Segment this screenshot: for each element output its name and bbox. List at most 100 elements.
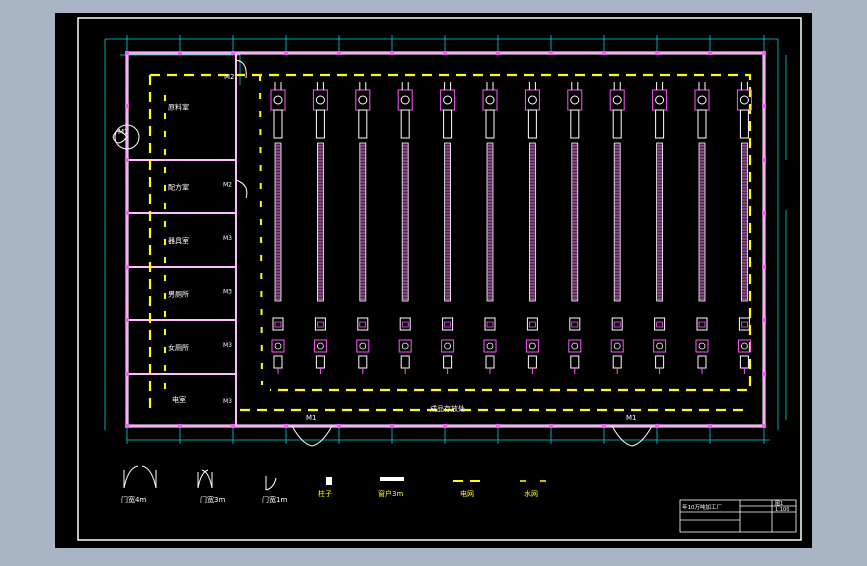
legend-label-door-4m: 门宽4m bbox=[121, 495, 146, 504]
water-network bbox=[164, 74, 263, 390]
production-line bbox=[736, 82, 752, 374]
legend-label-column: 柱子 bbox=[318, 489, 332, 498]
column bbox=[337, 51, 341, 55]
column bbox=[178, 51, 182, 55]
conveyor bbox=[613, 142, 621, 302]
column bbox=[708, 424, 712, 428]
packing-unit bbox=[441, 339, 455, 353]
conveyor bbox=[571, 142, 579, 302]
packing-unit bbox=[653, 339, 667, 353]
room-label: 电室 bbox=[172, 395, 186, 404]
room-label: 配方室 bbox=[168, 183, 189, 192]
control-unit bbox=[738, 317, 750, 331]
machine-rotor bbox=[443, 95, 453, 105]
door-tag-bottom-left: M1 bbox=[306, 414, 317, 422]
packing-unit bbox=[398, 339, 412, 353]
door-tag-left: M1 bbox=[118, 128, 129, 136]
door-4m-icon bbox=[123, 465, 157, 489]
room-label: 器具室 bbox=[168, 236, 189, 245]
control-unit bbox=[696, 317, 708, 331]
column bbox=[125, 318, 129, 322]
column bbox=[284, 424, 288, 428]
packing-unit bbox=[737, 339, 751, 353]
room-door-tag: M3 bbox=[223, 398, 232, 405]
machine-body bbox=[400, 109, 410, 139]
door-tag-bottom-right: M1 bbox=[626, 414, 637, 422]
room-door-tag: M3 bbox=[223, 289, 232, 296]
room-door-tag: M3 bbox=[223, 342, 232, 349]
column bbox=[231, 51, 235, 55]
column bbox=[762, 372, 766, 376]
machine-rotor bbox=[655, 95, 665, 105]
control-unit bbox=[526, 317, 538, 331]
column bbox=[708, 51, 712, 55]
machine-rotor bbox=[485, 95, 495, 105]
control-unit bbox=[611, 317, 623, 331]
legend-label-door-1m: 门宽1m bbox=[262, 495, 287, 504]
column bbox=[762, 104, 766, 108]
conveyor bbox=[741, 142, 748, 302]
conveyor bbox=[529, 142, 536, 302]
machine-body bbox=[527, 109, 537, 139]
conveyor bbox=[698, 142, 706, 302]
column-icon bbox=[326, 477, 332, 485]
machine-body bbox=[697, 109, 707, 139]
door-1m-icon bbox=[265, 476, 277, 491]
conveyor bbox=[444, 142, 452, 302]
column bbox=[762, 318, 766, 322]
column bbox=[125, 51, 129, 55]
packing-unit bbox=[356, 339, 370, 353]
machine-body bbox=[443, 109, 453, 139]
machine-rotor bbox=[400, 95, 410, 105]
packing-unit bbox=[695, 339, 709, 353]
machine-body bbox=[570, 109, 580, 139]
room-door-tag: M3 bbox=[223, 235, 232, 242]
conveyor bbox=[656, 142, 663, 302]
sheet-frame bbox=[77, 17, 802, 541]
packing-unit bbox=[610, 339, 624, 353]
room-door-tag: M2 bbox=[223, 182, 232, 189]
title-block-scale: 1:100 bbox=[775, 507, 789, 513]
column bbox=[178, 424, 182, 428]
room-label: 女厕所 bbox=[168, 343, 189, 352]
column bbox=[602, 51, 606, 55]
machine-body bbox=[485, 109, 495, 139]
control-unit bbox=[654, 317, 666, 331]
conveyor bbox=[486, 142, 494, 302]
column bbox=[125, 104, 129, 108]
title-block-title: 年10万吨加工厂 bbox=[682, 503, 722, 511]
column bbox=[655, 424, 659, 428]
machine-rotor bbox=[527, 95, 537, 105]
column bbox=[125, 265, 129, 269]
column bbox=[390, 424, 394, 428]
door-tags: M1 M2 M1 M1 bbox=[118, 73, 637, 422]
production-line bbox=[355, 82, 371, 374]
room-label: 原料室 bbox=[168, 103, 189, 112]
column bbox=[443, 51, 447, 55]
door-3m-icon bbox=[197, 469, 213, 489]
machine-body bbox=[358, 109, 368, 139]
doors bbox=[112, 59, 653, 447]
production-line bbox=[482, 82, 498, 374]
control-unit bbox=[442, 317, 454, 331]
column bbox=[549, 51, 553, 55]
production-line bbox=[694, 82, 710, 374]
control-unit bbox=[272, 317, 284, 331]
control-unit bbox=[399, 317, 411, 331]
machine-body bbox=[612, 109, 622, 139]
packing-unit bbox=[568, 339, 582, 353]
packing-unit bbox=[313, 339, 327, 353]
machine-body bbox=[655, 109, 665, 139]
columns bbox=[125, 51, 766, 428]
machine-rotor bbox=[358, 95, 368, 105]
control-unit bbox=[569, 317, 581, 331]
column bbox=[337, 424, 341, 428]
production-line bbox=[440, 82, 456, 374]
legend: 门宽4m 门宽3m 门宽1m 柱子 窗户3m 电网 水网 bbox=[121, 465, 546, 504]
column bbox=[762, 158, 766, 162]
conveyor bbox=[274, 142, 282, 302]
window-icon bbox=[380, 477, 404, 481]
storage-area-label: 成品存放处 bbox=[430, 404, 465, 413]
